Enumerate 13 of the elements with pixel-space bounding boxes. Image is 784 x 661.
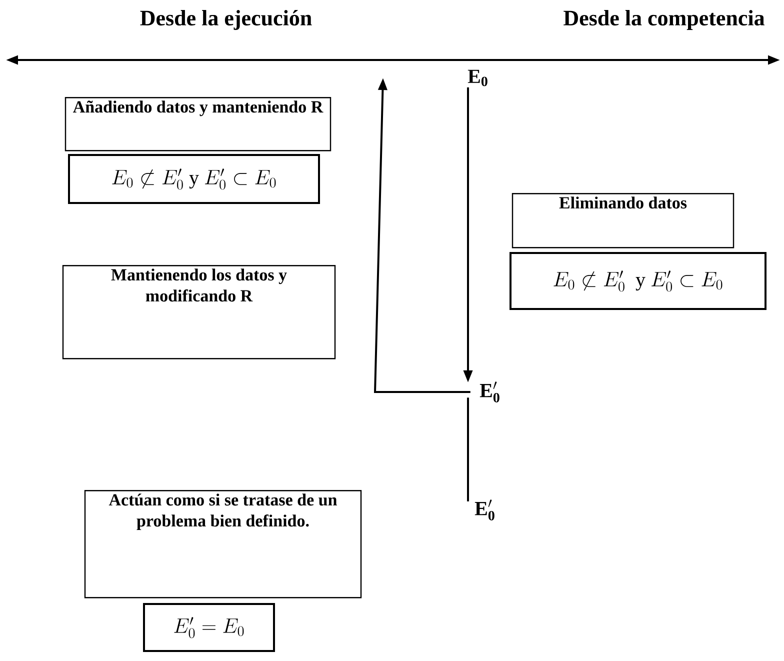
text-box: Eliminando datos bbox=[512, 193, 734, 248]
formula-box: $E_0 \not\subset E_0' \mathrm{\ \ y\ } E_0' \subset E_0$ bbox=[510, 252, 766, 310]
formula-box: $E_0' = E_0$ bbox=[143, 603, 275, 652]
set-label: $\mathbf{E_0'}$ bbox=[480, 382, 500, 402]
heading: Desde la ejecución bbox=[140, 10, 312, 30]
set-label: $\mathbf{E_0}$ bbox=[468, 70, 488, 86]
set-label: $\mathbf{E_0'}$ bbox=[474, 500, 494, 520]
text-box: Actúan como si se tratase de un problema bien definido. bbox=[84, 490, 362, 598]
text-box: Añadiendo datos y manteniendo R bbox=[64, 97, 332, 152]
heading: Desde la competencia bbox=[564, 10, 764, 30]
text-box: Mantienendo los datos y modificando R bbox=[62, 265, 336, 360]
connector-line bbox=[467, 398, 469, 502]
formula-box: $E_0 \not\subset E_0' \mathrm{\ y\ } E_0' \subset E_0$ bbox=[68, 154, 320, 204]
